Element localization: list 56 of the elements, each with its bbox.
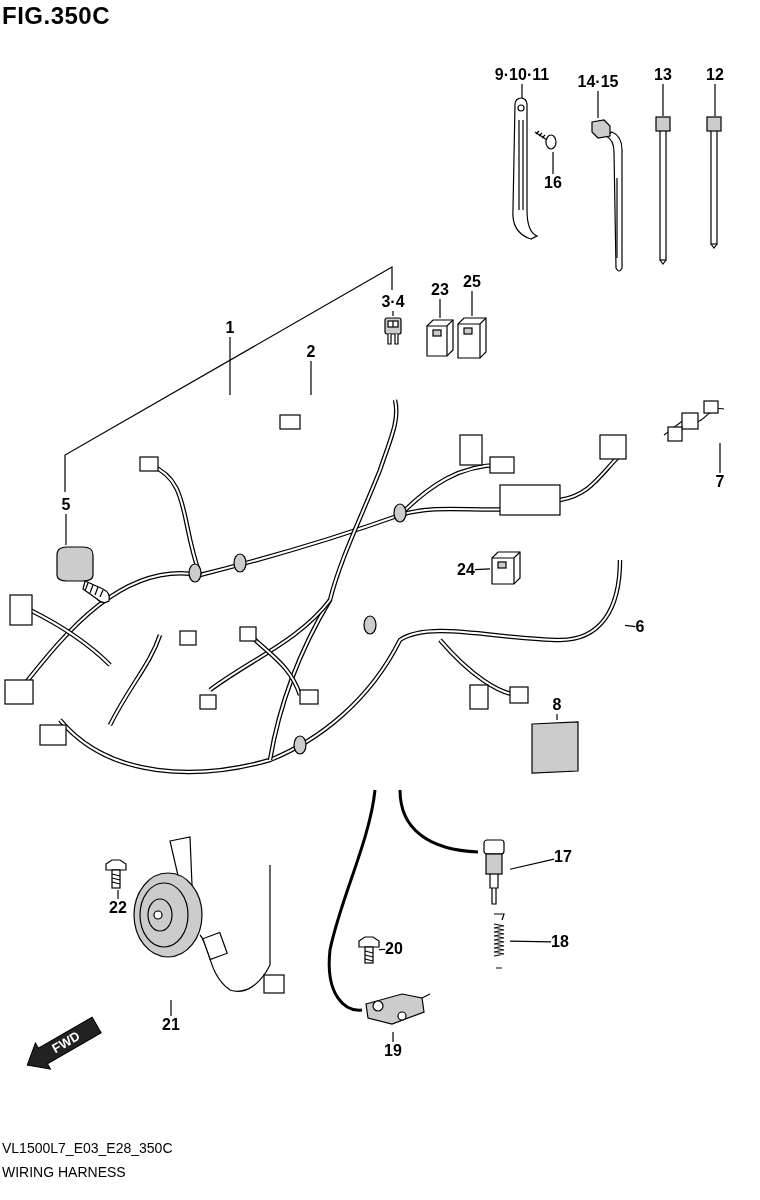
leader-line bbox=[378, 948, 386, 951]
figure-caption: WIRING HARNESS bbox=[2, 1164, 126, 1180]
callout-number: 22 bbox=[109, 899, 127, 917]
callout-number: 7 bbox=[715, 473, 725, 491]
leader-line bbox=[714, 83, 716, 117]
wire bbox=[327, 789, 377, 1012]
leader-line bbox=[662, 83, 664, 117]
leader-line bbox=[310, 360, 312, 396]
callout-number: 25 bbox=[463, 273, 481, 291]
figure-code: VL1500L7_E03_E28_350C bbox=[2, 1140, 173, 1156]
cable-tie-drawing bbox=[706, 116, 722, 248]
wire bbox=[398, 789, 479, 854]
callout-number: 21 bbox=[162, 1016, 180, 1034]
leader-line bbox=[392, 310, 394, 317]
callout-number: 1 bbox=[225, 319, 235, 337]
callout-number: 23 bbox=[431, 281, 449, 299]
callout-number: 17 bbox=[554, 848, 572, 866]
leader-line bbox=[439, 298, 441, 319]
leader-line bbox=[229, 336, 231, 396]
callout-number: 24 bbox=[457, 561, 475, 579]
cable-tie-drawing bbox=[588, 118, 624, 274]
callout-number: 2 bbox=[306, 343, 316, 361]
callout-number: 9·10·11 bbox=[494, 66, 550, 84]
direction-label: FWD bbox=[49, 1028, 83, 1057]
callout-number: 5 bbox=[61, 496, 71, 514]
leader-line bbox=[170, 999, 172, 1017]
callout-number: 19 bbox=[384, 1042, 402, 1060]
leader-line bbox=[117, 889, 119, 900]
leader-line bbox=[474, 568, 491, 571]
cable-tie-drawing bbox=[655, 116, 671, 264]
leader-line bbox=[719, 442, 721, 474]
bolt-drawing bbox=[357, 935, 379, 965]
callout-number: 12 bbox=[706, 66, 724, 84]
relay-drawing bbox=[456, 316, 488, 360]
leader-line bbox=[471, 290, 473, 317]
callout-number: 14·15 bbox=[577, 73, 619, 91]
callout-number: 18 bbox=[551, 933, 569, 951]
callout-number: 8 bbox=[552, 696, 562, 714]
leader-line bbox=[552, 151, 554, 175]
leader-line bbox=[65, 513, 67, 546]
leader-line bbox=[624, 624, 637, 628]
screw-drawing bbox=[533, 128, 557, 152]
callout-number: 16 bbox=[544, 174, 562, 192]
leader-line bbox=[392, 1031, 394, 1043]
leader-line bbox=[509, 858, 555, 870]
figure-title: FIG.350C bbox=[2, 2, 111, 30]
leader-line bbox=[597, 90, 599, 119]
relay-drawing bbox=[425, 318, 455, 358]
bolt-drawing bbox=[104, 858, 128, 890]
callout-number: 6 bbox=[635, 618, 645, 636]
callout-number: 20 bbox=[385, 940, 403, 958]
callout-number: 13 bbox=[654, 66, 672, 84]
leader-line bbox=[509, 940, 552, 943]
callout-number: 3·4 bbox=[381, 293, 405, 311]
fuse-drawing bbox=[383, 316, 403, 346]
leader-line bbox=[556, 713, 558, 721]
